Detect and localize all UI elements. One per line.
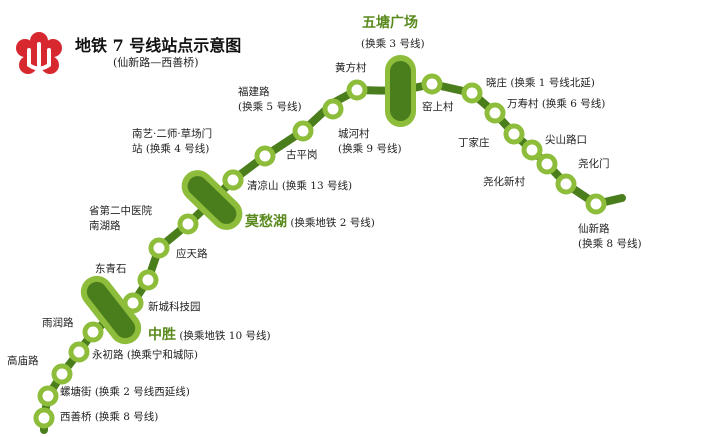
station-label-yaohuaxincun: 尧化新村 — [483, 176, 525, 188]
station-marker-xishanqiao — [33, 407, 55, 429]
station-transfer-mochouhu: (换乘地铁 2 号线) — [287, 217, 375, 229]
station-label-xianxinlu: 仙新路 (换乘 8 号线) — [578, 223, 642, 250]
station-label-chenghecun: 城河村 (换乘 9 号线) — [338, 128, 402, 155]
station-label-wutangguangchang: 五塘广场 — [362, 14, 418, 32]
station-name-mochouhu: 莫愁湖 — [245, 214, 287, 230]
station-marker-chenghecun — [322, 98, 344, 120]
interchange-marker-wutangguangchang — [385, 55, 416, 127]
interchange-marker-mochouhu — [181, 170, 243, 230]
station-label-jianshanlukou: 尖山路口 — [545, 134, 587, 146]
line-7-track — [40, 80, 626, 434]
station-label-xinchengkejiyuan: 新城科技园 — [148, 301, 201, 313]
station-marker-xiaozhuang — [461, 82, 483, 104]
station-label-xishanqiao: 西善桥 (换乘 8 号线) — [60, 411, 159, 423]
station-label-luotangjie: 螺塘街 (换乘 2 号线西延线) — [60, 386, 190, 398]
station-marker-yurunlu — [82, 321, 104, 343]
map-subtitle: (仙新路—西善桥) — [113, 56, 199, 69]
station-label-gupinggang: 古平岗 — [286, 149, 318, 161]
station-marker-wanshoucun — [484, 102, 506, 124]
station-marker-yaohuamen — [555, 173, 577, 195]
station-label-yongchulu: 永初路 (换乘宁和城际) — [92, 349, 199, 361]
station-marker-dingjiazhuang — [503, 123, 525, 145]
interchange-marker-zhongsheng — [80, 275, 142, 345]
station-marker-yingtianlu — [148, 237, 170, 259]
station-transfer-wutangguangchang: (换乘 3 号线) — [361, 38, 425, 50]
station-label-shengdier: 省第二中医院 南湖路 — [89, 205, 152, 232]
station-label-dongqingshi: 东青石 — [95, 263, 127, 275]
station-label-xiaozhuang: 晓庄 (换乘 1 号线北延) — [486, 77, 595, 89]
station-marker-gupinggang — [254, 145, 276, 167]
station-label-wanshoucun: 万寿村 (换乘 6 号线) — [507, 98, 606, 110]
station-marker-kushangcun — [421, 73, 443, 95]
station-marker-fujianlu — [292, 120, 314, 142]
station-name-zhongsheng: 中胜 — [148, 327, 176, 343]
station-marker-yongchulu — [68, 341, 90, 363]
station-label-yingtianlu: 应天路 — [176, 248, 208, 260]
station-transfer-zhongsheng: (换乘地铁 10 号线) — [176, 330, 271, 342]
station-label-mochouhu: 莫愁湖 (换乘地铁 2 号线) — [245, 213, 375, 232]
station-marker-dongqingshi — [137, 269, 159, 291]
station-marker-qingliangshan — [222, 169, 244, 191]
station-marker-luotangjie — [37, 385, 59, 407]
station-marker-yaohuaxincun — [536, 153, 558, 175]
station-label-yaohuamen: 尧化门 — [578, 158, 610, 170]
station-marker-shengdier — [177, 213, 199, 235]
map-title: 地铁 7 号线站点示意图 — [75, 36, 242, 55]
station-label-qingliangshan: 清凉山 (换乘 13 号线) — [247, 180, 353, 192]
station-label-fujianlu: 福建路 (换乘 5 号线) — [238, 86, 302, 113]
station-label-nanyi: 南艺·二师·草场门 站 (换乘 4 号线) — [132, 128, 213, 155]
station-marker-huangfangcun — [346, 79, 368, 101]
nanjing-metro-logo-icon — [16, 32, 62, 74]
station-label-gaomiaolu: 高庙路 — [7, 355, 39, 367]
station-label-huangfangcun: 黄方村 — [335, 62, 367, 74]
station-label-dingjiazhuang: 丁家庄 — [458, 137, 490, 149]
station-marker-xianxinlu — [585, 193, 607, 215]
station-name-wutangguangchang: 五塘广场 — [362, 15, 418, 31]
station-marker-jianshanlukou — [521, 139, 543, 161]
station-marker-gaomiaolu — [51, 363, 73, 385]
station-label-zhongsheng: 中胜 (换乘地铁 10 号线) — [148, 326, 271, 345]
station-label-yurunlu: 雨润路 — [42, 317, 74, 329]
station-label-kushangcun: 窑上村 — [422, 101, 454, 113]
station-marker-xinchengkejiyuan — [122, 292, 144, 314]
